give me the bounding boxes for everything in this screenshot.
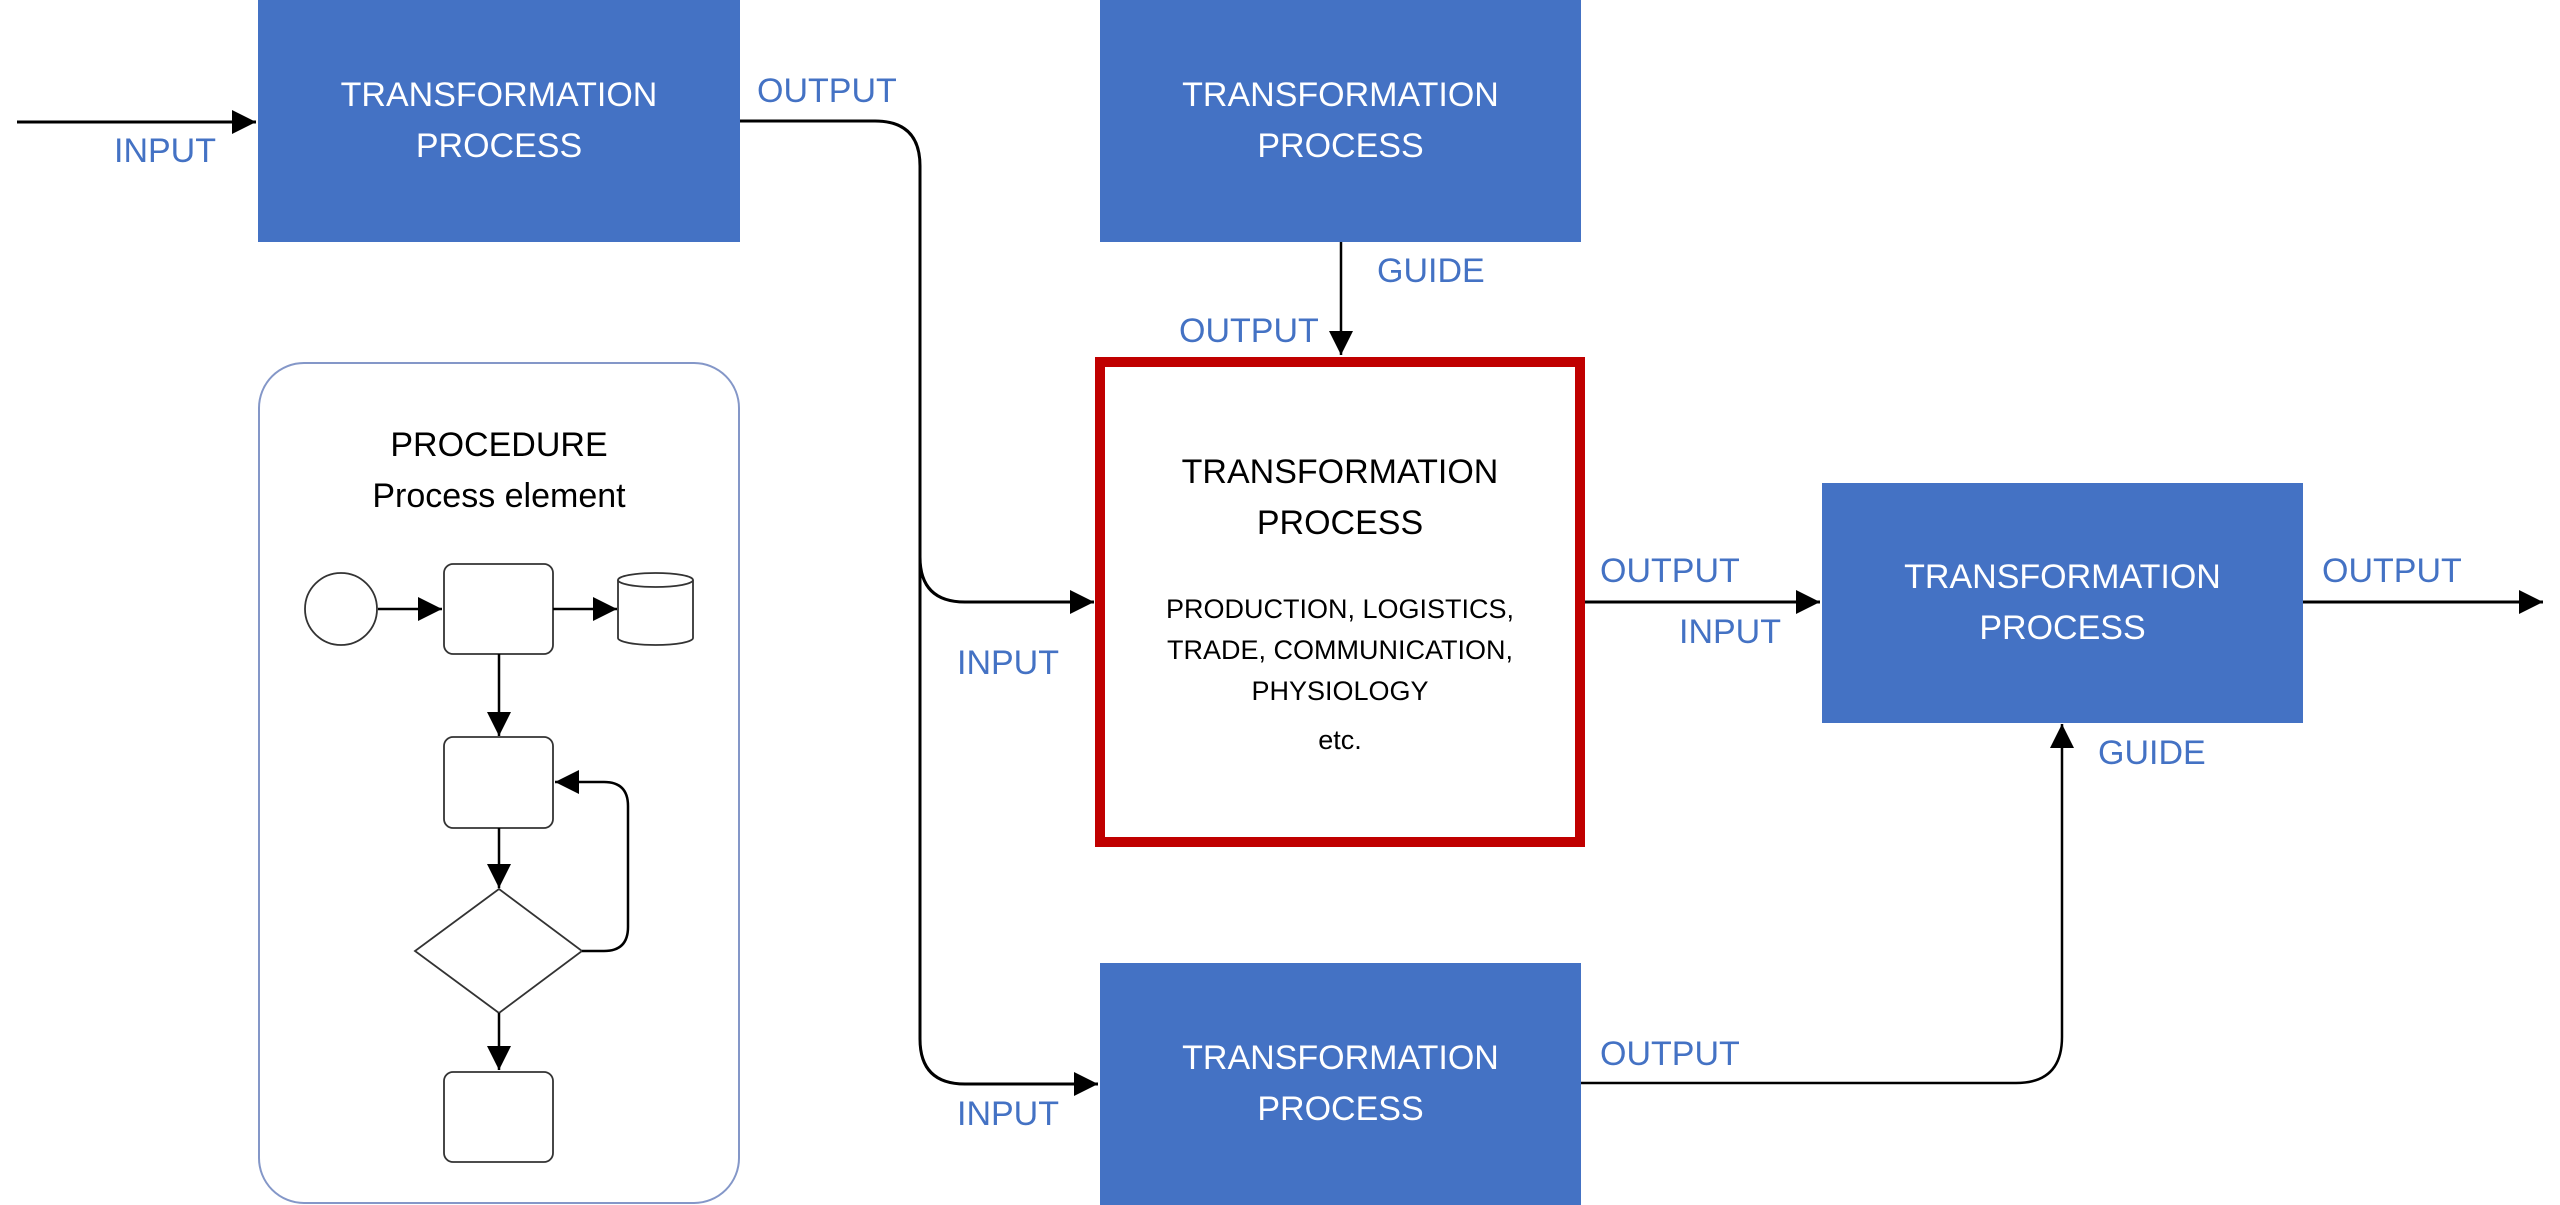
process-title: TRANSFORMATION bbox=[1182, 76, 1499, 114]
process-title: PROCESS bbox=[1257, 1090, 1424, 1128]
example-line: PRODUCTION, LOGISTICS, bbox=[1165, 594, 1515, 624]
label-output-center: OUTPUT bbox=[1600, 552, 1740, 590]
process-title: TRANSFORMATION bbox=[340, 76, 658, 114]
process-title: PROCESS bbox=[1979, 609, 2146, 647]
label-guide-right: GUIDE bbox=[2098, 734, 2206, 772]
task-shape bbox=[443, 1071, 554, 1163]
label-input-right: INPUT bbox=[1679, 613, 1781, 651]
process-box-top-middle[interactable]: TRANSFORMATION PROCESS bbox=[1100, 0, 1581, 242]
procedure-subtitle: Process element bbox=[372, 477, 626, 515]
label-guide-top-middle: GUIDE bbox=[1377, 252, 1485, 290]
label-output-right: OUTPUT bbox=[2322, 552, 2462, 590]
start-event-shape bbox=[304, 572, 378, 646]
process-title: PROCESS bbox=[1257, 127, 1424, 165]
connector-top-left-to-bottom bbox=[918, 557, 1098, 1096]
task-shape bbox=[443, 563, 554, 655]
procedure-title: PROCEDURE bbox=[390, 426, 608, 464]
decision-shape bbox=[413, 887, 584, 1015]
process-box-right[interactable]: TRANSFORMATION PROCESS bbox=[1822, 483, 2303, 723]
connector-top-left-to-center bbox=[740, 119, 1094, 614]
data-store-shape bbox=[617, 572, 694, 646]
label-input-top-left: INPUT bbox=[114, 132, 216, 170]
connector-bottom-to-right-guide bbox=[1581, 724, 2074, 1085]
example-line: PHYSIOLOGY bbox=[1251, 676, 1429, 706]
etc-text: etc. bbox=[1318, 725, 1362, 755]
process-box-bottom[interactable]: TRANSFORMATION PROCESS bbox=[1100, 963, 1581, 1205]
label-output-top-middle: OUTPUT bbox=[1179, 312, 1319, 350]
label-input-bottom: INPUT bbox=[957, 1095, 1059, 1133]
process-title: TRANSFORMATION bbox=[1181, 453, 1499, 491]
process-title: TRANSFORMATION bbox=[1904, 558, 2221, 596]
process-box-center-highlighted[interactable]: TRANSFORMATION PROCESS PRODUCTION, LOGIS… bbox=[1095, 357, 1585, 847]
process-examples: PRODUCTION, LOGISTICS, TRADE, COMMUNICAT… bbox=[1166, 589, 1514, 712]
task-shape bbox=[443, 736, 554, 829]
process-box-top-left[interactable]: TRANSFORMATION PROCESS bbox=[258, 0, 740, 242]
label-output-top-left: OUTPUT bbox=[757, 72, 897, 110]
label-input-center: INPUT bbox=[957, 644, 1059, 682]
process-title: PROCESS bbox=[415, 127, 583, 165]
loop-arrow bbox=[555, 770, 630, 953]
process-title: TRANSFORMATION bbox=[1182, 1039, 1499, 1077]
process-title: PROCESS bbox=[1256, 504, 1424, 542]
example-line: TRADE, COMMUNICATION, bbox=[1166, 635, 1513, 665]
label-output-bottom: OUTPUT bbox=[1600, 1035, 1740, 1073]
